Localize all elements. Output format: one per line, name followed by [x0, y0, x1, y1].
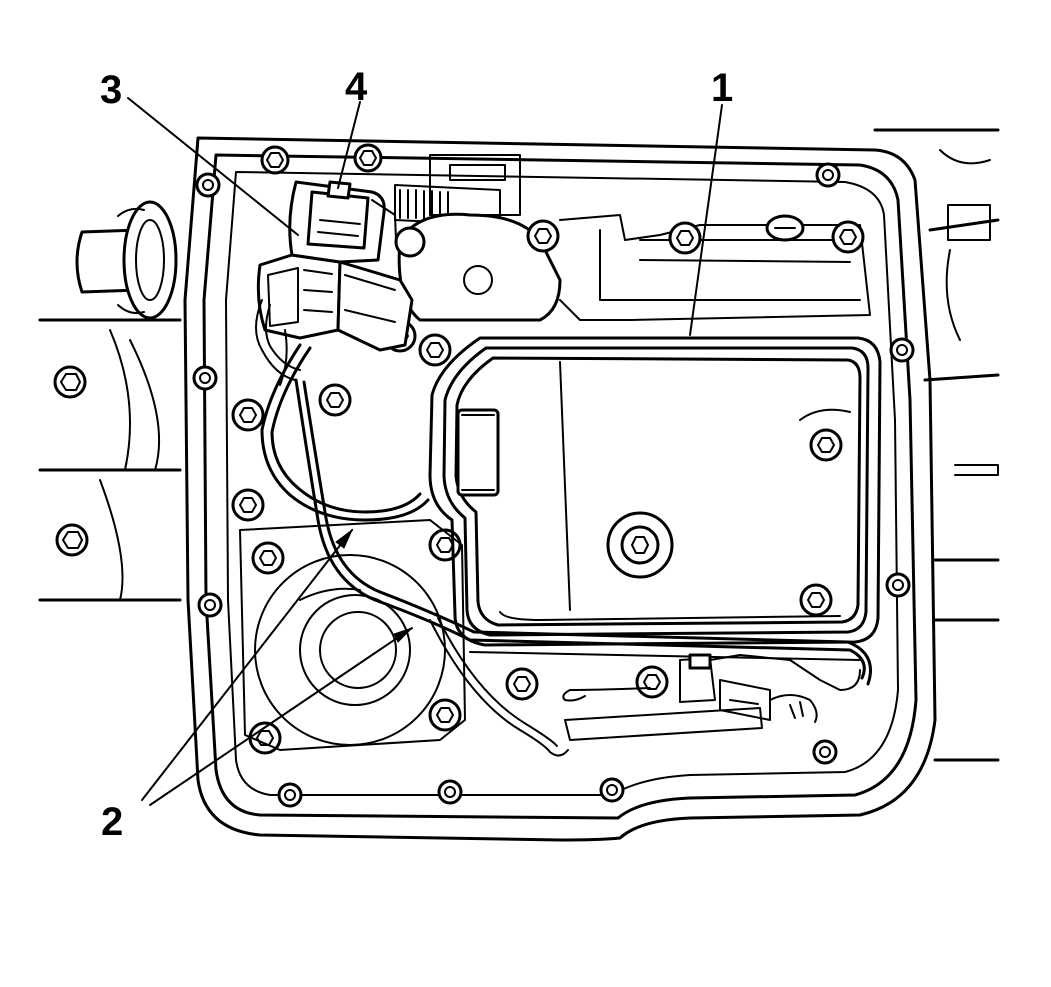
leader-lines	[127, 97, 723, 806]
solenoid-connector	[288, 180, 414, 352]
leader-arrow-2b	[393, 627, 413, 643]
leader-line-2b	[149, 627, 413, 806]
transmission-case	[38, 128, 1000, 842]
output-shaft-seal	[75, 200, 178, 320]
leader-arrow-2a	[335, 528, 354, 549]
left-case-bolts	[53, 365, 89, 557]
leader-line-1	[689, 104, 723, 336]
leader-line-2a	[141, 529, 353, 801]
callout-1: 1	[711, 66, 734, 110]
wiring-harness	[260, 343, 872, 757]
transmission-filter	[428, 336, 882, 647]
valve-body-upper	[394, 154, 871, 322]
callout-3: 3	[100, 68, 123, 112]
callout-2: 2	[101, 800, 124, 844]
leader-line-4	[337, 101, 361, 189]
leader-line-3	[127, 97, 299, 236]
pan-rail-bolt-holes	[192, 162, 915, 808]
callout-4: 4	[345, 65, 368, 109]
